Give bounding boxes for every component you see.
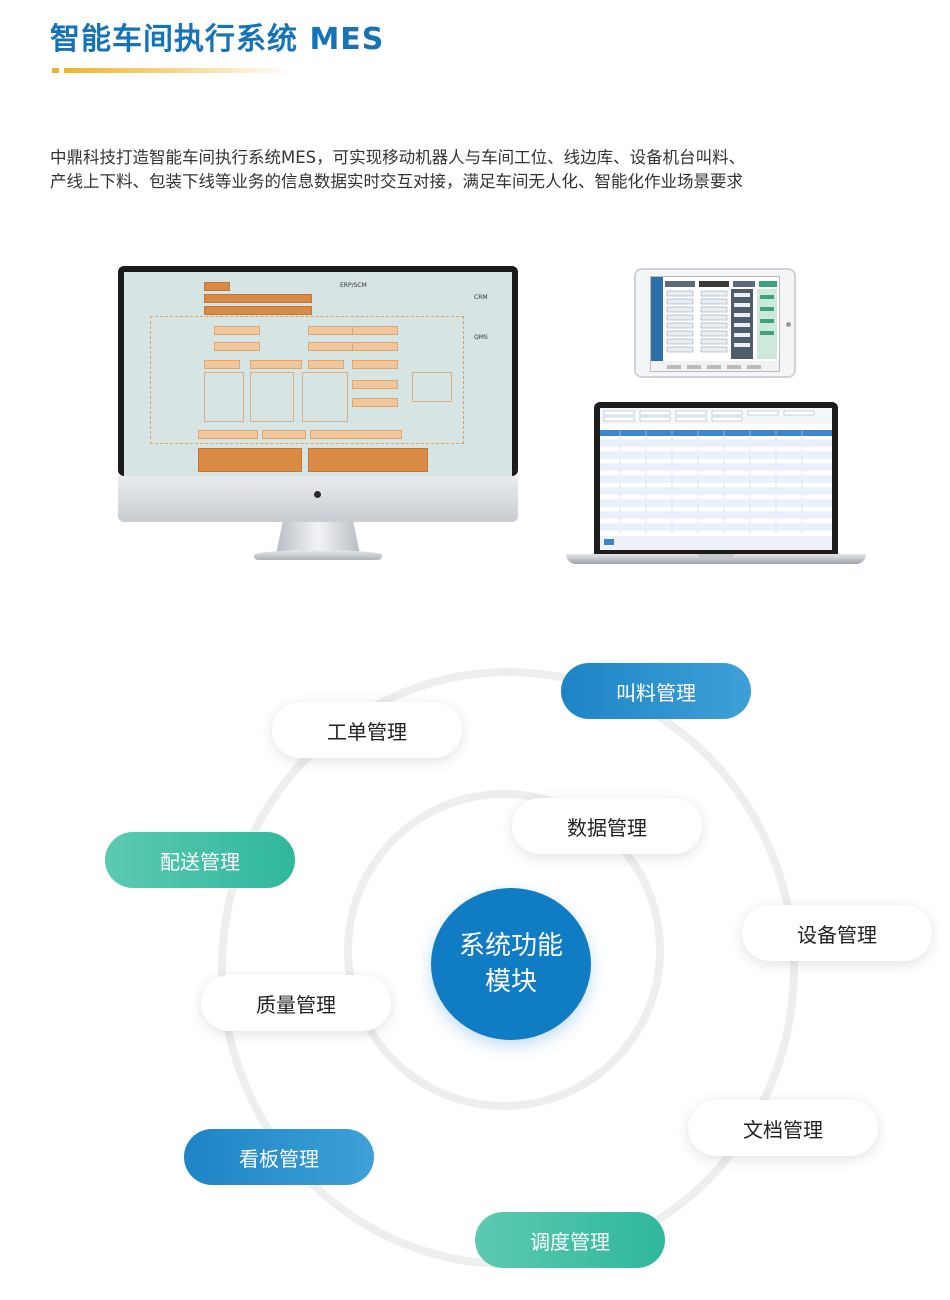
page-title: 智能车间执行系统 MES [50, 22, 385, 57]
monitor-logo-dot [314, 491, 321, 498]
title-underline [52, 68, 292, 73]
diagram-block [198, 448, 302, 472]
diagram-block [204, 282, 230, 291]
diagram-group [204, 372, 244, 422]
center-label-line1: 系统功能 [458, 931, 563, 961]
diagram-block [352, 342, 398, 351]
monitor-screen-architecture-diagram: ERP/SCM CRM QMS [124, 272, 512, 479]
crm-label: CRM [474, 294, 488, 301]
underline-gradient [64, 68, 292, 73]
laptop-base [566, 554, 866, 564]
module-pill-delivery: 配送管理 [105, 832, 295, 888]
module-pill-material-call: 叫料管理 [561, 663, 751, 719]
diagram-group [302, 372, 348, 422]
tablet-screen [650, 276, 780, 372]
diagram-dashed-boundary [150, 316, 464, 444]
module-pill-documents: 文档管理 [688, 1100, 878, 1156]
monitor-stand-neck [276, 522, 360, 554]
diagram-block [352, 360, 398, 369]
diagram-group [250, 372, 294, 422]
module-pill-equipment: 设备管理 [742, 905, 932, 961]
module-pill-dashboard: 看板管理 [184, 1129, 374, 1185]
tablet-illustration [634, 268, 796, 378]
diagram-block [308, 342, 354, 351]
desktop-monitor-illustration: ERP/SCM CRM QMS [118, 266, 518, 566]
diagram-block [308, 360, 344, 369]
module-pill-work-order: 工单管理 [272, 702, 462, 758]
diagram-block [214, 342, 260, 351]
diagram-block [352, 380, 398, 389]
diagram-block [308, 448, 428, 472]
intro-line-2: 产线上下料、包装下线等业务的信息数据实时交互对接，满足车间无人化、智能化作业场景… [50, 172, 743, 191]
diagram-block [352, 398, 398, 407]
center-module-circle: 系统功能 模块 [431, 888, 591, 1040]
diagram-block [250, 360, 302, 369]
diagram-block [310, 430, 402, 439]
intro-line-1: 中鼎科技打造智能车间执行系统MES，可实现移动机器人与车间工位、线边库、设备机台… [50, 148, 746, 167]
monitor-stand-base [254, 550, 382, 560]
diagram-block [262, 430, 306, 439]
diagram-block [308, 326, 354, 335]
diagram-block [204, 306, 312, 315]
laptop-table-content-icon [600, 408, 832, 550]
monitor-chin [118, 476, 518, 522]
laptop-notch [698, 554, 734, 558]
diagram-block [204, 360, 240, 369]
laptop-illustration [566, 402, 866, 572]
center-label-line2: 模块 [484, 967, 537, 997]
diagram-block [204, 294, 312, 303]
laptop-screen-table [600, 408, 832, 550]
module-pill-quality: 质量管理 [201, 975, 391, 1031]
diagram-block [198, 430, 258, 439]
tablet-home-button [786, 322, 791, 327]
tablet-screen-content-icon [651, 277, 779, 371]
qms-label: QMS [474, 334, 488, 341]
inner-ring [344, 790, 664, 1110]
module-pill-data: 数据管理 [512, 798, 702, 854]
diagram-block [352, 326, 398, 335]
diagram-block [214, 326, 260, 335]
diagram-group [412, 372, 452, 402]
module-pill-scheduling: 调度管理 [475, 1212, 665, 1268]
erp-scm-label: ERP/SCM [340, 282, 367, 289]
intro-paragraph: 中鼎科技打造智能车间执行系统MES，可实现移动机器人与车间工位、线边库、设备机台… [50, 146, 920, 194]
underline-square [52, 68, 59, 73]
